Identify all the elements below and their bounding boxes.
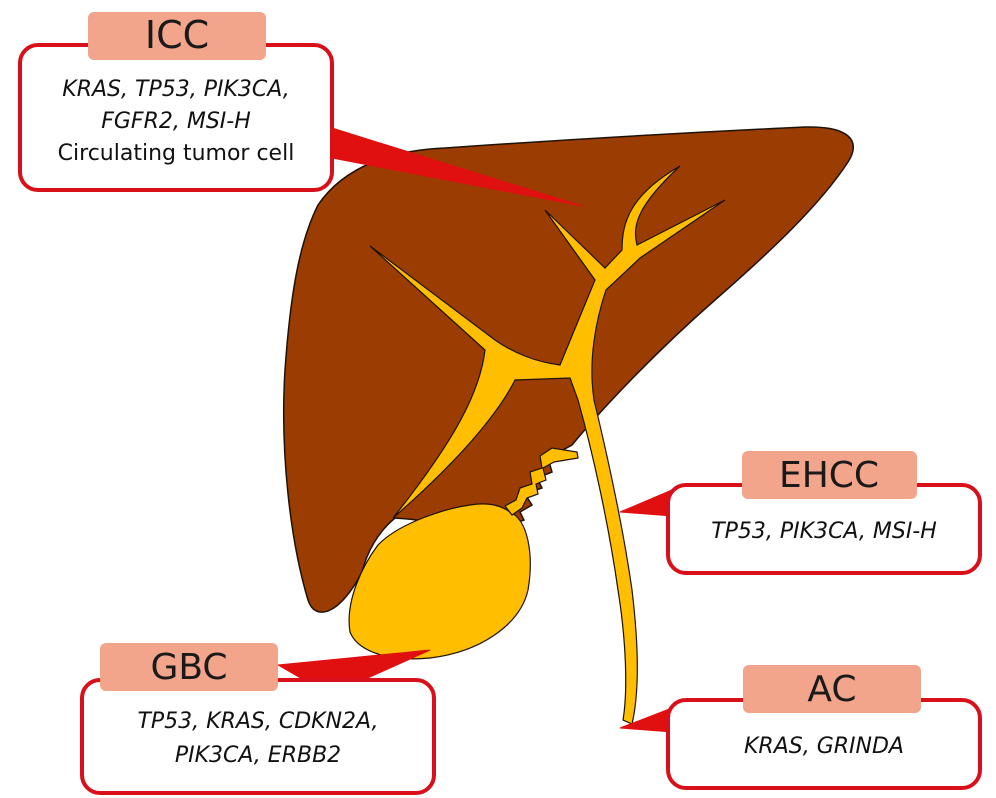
ac-genes-line-1: KRAS, GRINDA <box>744 734 904 759</box>
ehcc-leader-line <box>620 490 672 516</box>
ehcc-genes-line-1: TP53, PIK3CA, MSI-H <box>711 519 937 544</box>
gbc-genes-line-1: TP53, KRAS, CDKN2A, <box>137 709 378 734</box>
icc-extra-text: Circulating tumor cell <box>58 141 295 166</box>
gbc-callout-box <box>82 680 434 793</box>
icc-tag-label: ICC <box>145 13 209 57</box>
icc-genes-line-2: FGFR2, MSI-H <box>101 109 251 134</box>
icc-genes-line-1: KRAS, TP53, PIK3CA, <box>62 77 289 102</box>
ehcc-tag-label: EHCC <box>779 455 879 496</box>
gbc-genes-line-2: PIK3CA, ERBB2 <box>175 743 341 768</box>
ac-tag-label: AC <box>807 669 856 710</box>
gbc-tag-label: GBC <box>150 647 227 688</box>
